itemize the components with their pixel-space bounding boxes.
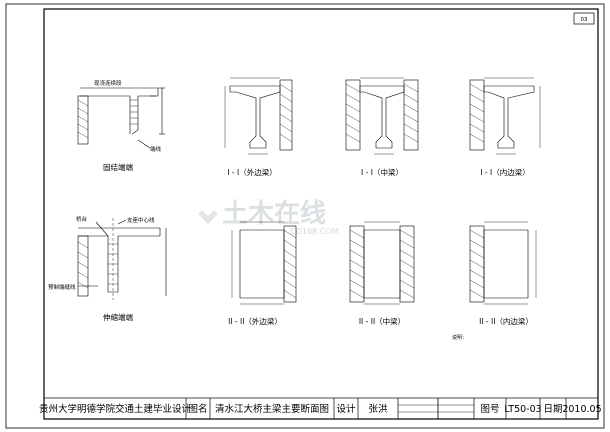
title-block-school: 贵州大学明德学院交通土建毕业设计 bbox=[39, 403, 192, 415]
title-block-drawing-name-label: 图名 bbox=[188, 403, 207, 415]
title-block-drawing-no: LT50-03 bbox=[504, 404, 541, 415]
section-2-middle-girder bbox=[349, 221, 415, 305]
watermark-brand: 土木在线 bbox=[222, 199, 326, 229]
section-1-middle-girder bbox=[345, 77, 419, 155]
caption-section-1-middle: I - I（中梁） bbox=[361, 167, 403, 177]
title-block-design-label: 设计 bbox=[336, 403, 356, 415]
caption-section-2-outer: II - II（外边梁） bbox=[228, 316, 282, 326]
label-cast-in-place: 现浇连续段 bbox=[94, 79, 122, 87]
title-block-drawing-name: 清水江大桥主梁主要断面图 bbox=[215, 403, 329, 415]
section-2-outer-girder bbox=[231, 221, 297, 305]
section-2-inner-girder bbox=[469, 221, 537, 305]
caption-section-1-outer: I - I（外边梁） bbox=[227, 167, 276, 177]
title-block-designer: 张洪 bbox=[368, 403, 388, 415]
label-expansion-joint: 预制端缝线 bbox=[48, 283, 76, 291]
label-bearing-line: 端线 bbox=[150, 145, 162, 153]
notes-block: 说明： bbox=[452, 334, 467, 341]
label-support-center: 支座中心线 bbox=[127, 216, 155, 224]
title-block-date: 2010.05 bbox=[562, 404, 601, 415]
watermark-logo-icon bbox=[198, 204, 218, 224]
sheet-number: 03 bbox=[581, 17, 588, 23]
section-1-inner-girder bbox=[469, 77, 541, 155]
watermark-site: CO188.COM bbox=[290, 227, 339, 236]
caption-section-2-inner: II - II（内边梁） bbox=[479, 316, 533, 326]
caption-wing-wall: 伸缩端端 bbox=[103, 312, 133, 322]
section-1-outer-girder bbox=[224, 77, 293, 155]
end-wall-detail bbox=[77, 87, 165, 149]
caption-end-wall: 固结端端 bbox=[103, 162, 133, 172]
title-block bbox=[43, 397, 599, 420]
title-block-date-label: 日期 bbox=[543, 404, 562, 415]
caption-section-2-middle: II - II（中梁） bbox=[359, 316, 405, 326]
wing-wall-detail bbox=[77, 218, 167, 300]
sheet-number-box: 03 bbox=[573, 12, 595, 25]
sheet-outer-border bbox=[5, 3, 605, 429]
notes-heading: 说明： bbox=[452, 334, 467, 341]
title-block-drawing-no-label: 图号 bbox=[480, 404, 499, 415]
label-abutment: 桥台 bbox=[76, 215, 88, 223]
caption-section-1-inner: I - I（内边梁） bbox=[480, 167, 529, 177]
watermark: 土木在线 CO188.COM bbox=[198, 199, 339, 236]
